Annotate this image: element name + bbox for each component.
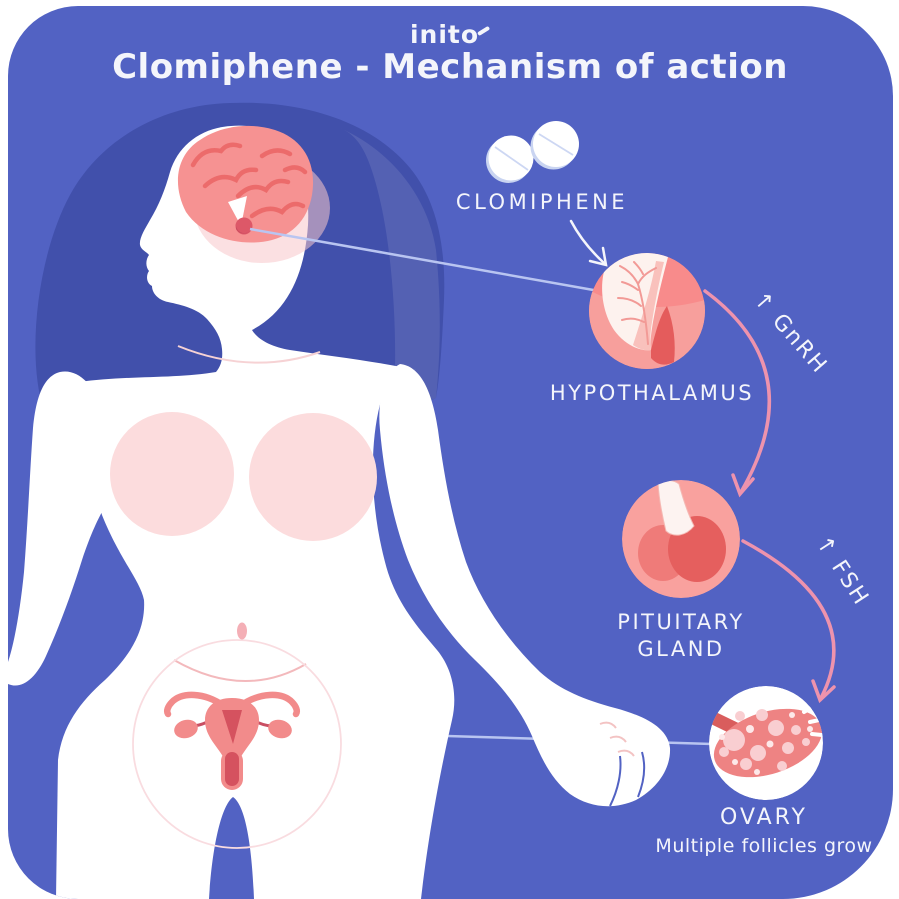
brain-illustration [177,125,330,263]
belly-curve [173,659,307,683]
pituitary-label-line1: PITUITARY [617,610,745,634]
fingernail-lines [599,721,635,757]
neckline-curve [177,345,321,364]
ovary-right-shape [268,719,292,739]
breast-shape-right [249,413,377,541]
pelvis-halo-circle [132,639,342,849]
pituitary-label-line2: GLAND [637,637,725,661]
pills-icon [486,121,579,183]
uterus-illustration [163,691,301,790]
connector-line-brain [249,227,600,293]
pituitary-drop-shape [235,217,253,235]
ovary-left-shape [174,719,198,739]
page-title: Clomiphene - Mechanism of action [112,47,788,87]
illustration-canvas [8,102,836,899]
ovary-sublabel: Multiple follicles grow [655,835,873,857]
hypothalamus-circle-illustration [589,253,705,369]
navel-shape [237,622,247,640]
finger-gap-lines [609,751,646,807]
hypothalamus-label: HYPOTHALAMUS [549,381,755,405]
blue-panel [8,6,893,899]
brand-logo-text: inito [409,20,480,49]
clomiphene-arrow-icon [569,219,608,267]
fsh-arrow-arc [741,539,836,704]
breast-shape-left [110,412,234,536]
pituitary-gland-label: PITUITARY GLAND [617,609,744,663]
ovary-label: OVARY [720,805,808,830]
female-body-illustration [8,125,671,899]
gnrh-arrow-arc [703,289,771,498]
ovary-circle-illustration [709,686,823,800]
clomiphene-label: CLOMIPHENE [455,190,629,214]
brand-logo: inito [410,20,490,49]
pituitary-circle-illustration [622,480,740,598]
